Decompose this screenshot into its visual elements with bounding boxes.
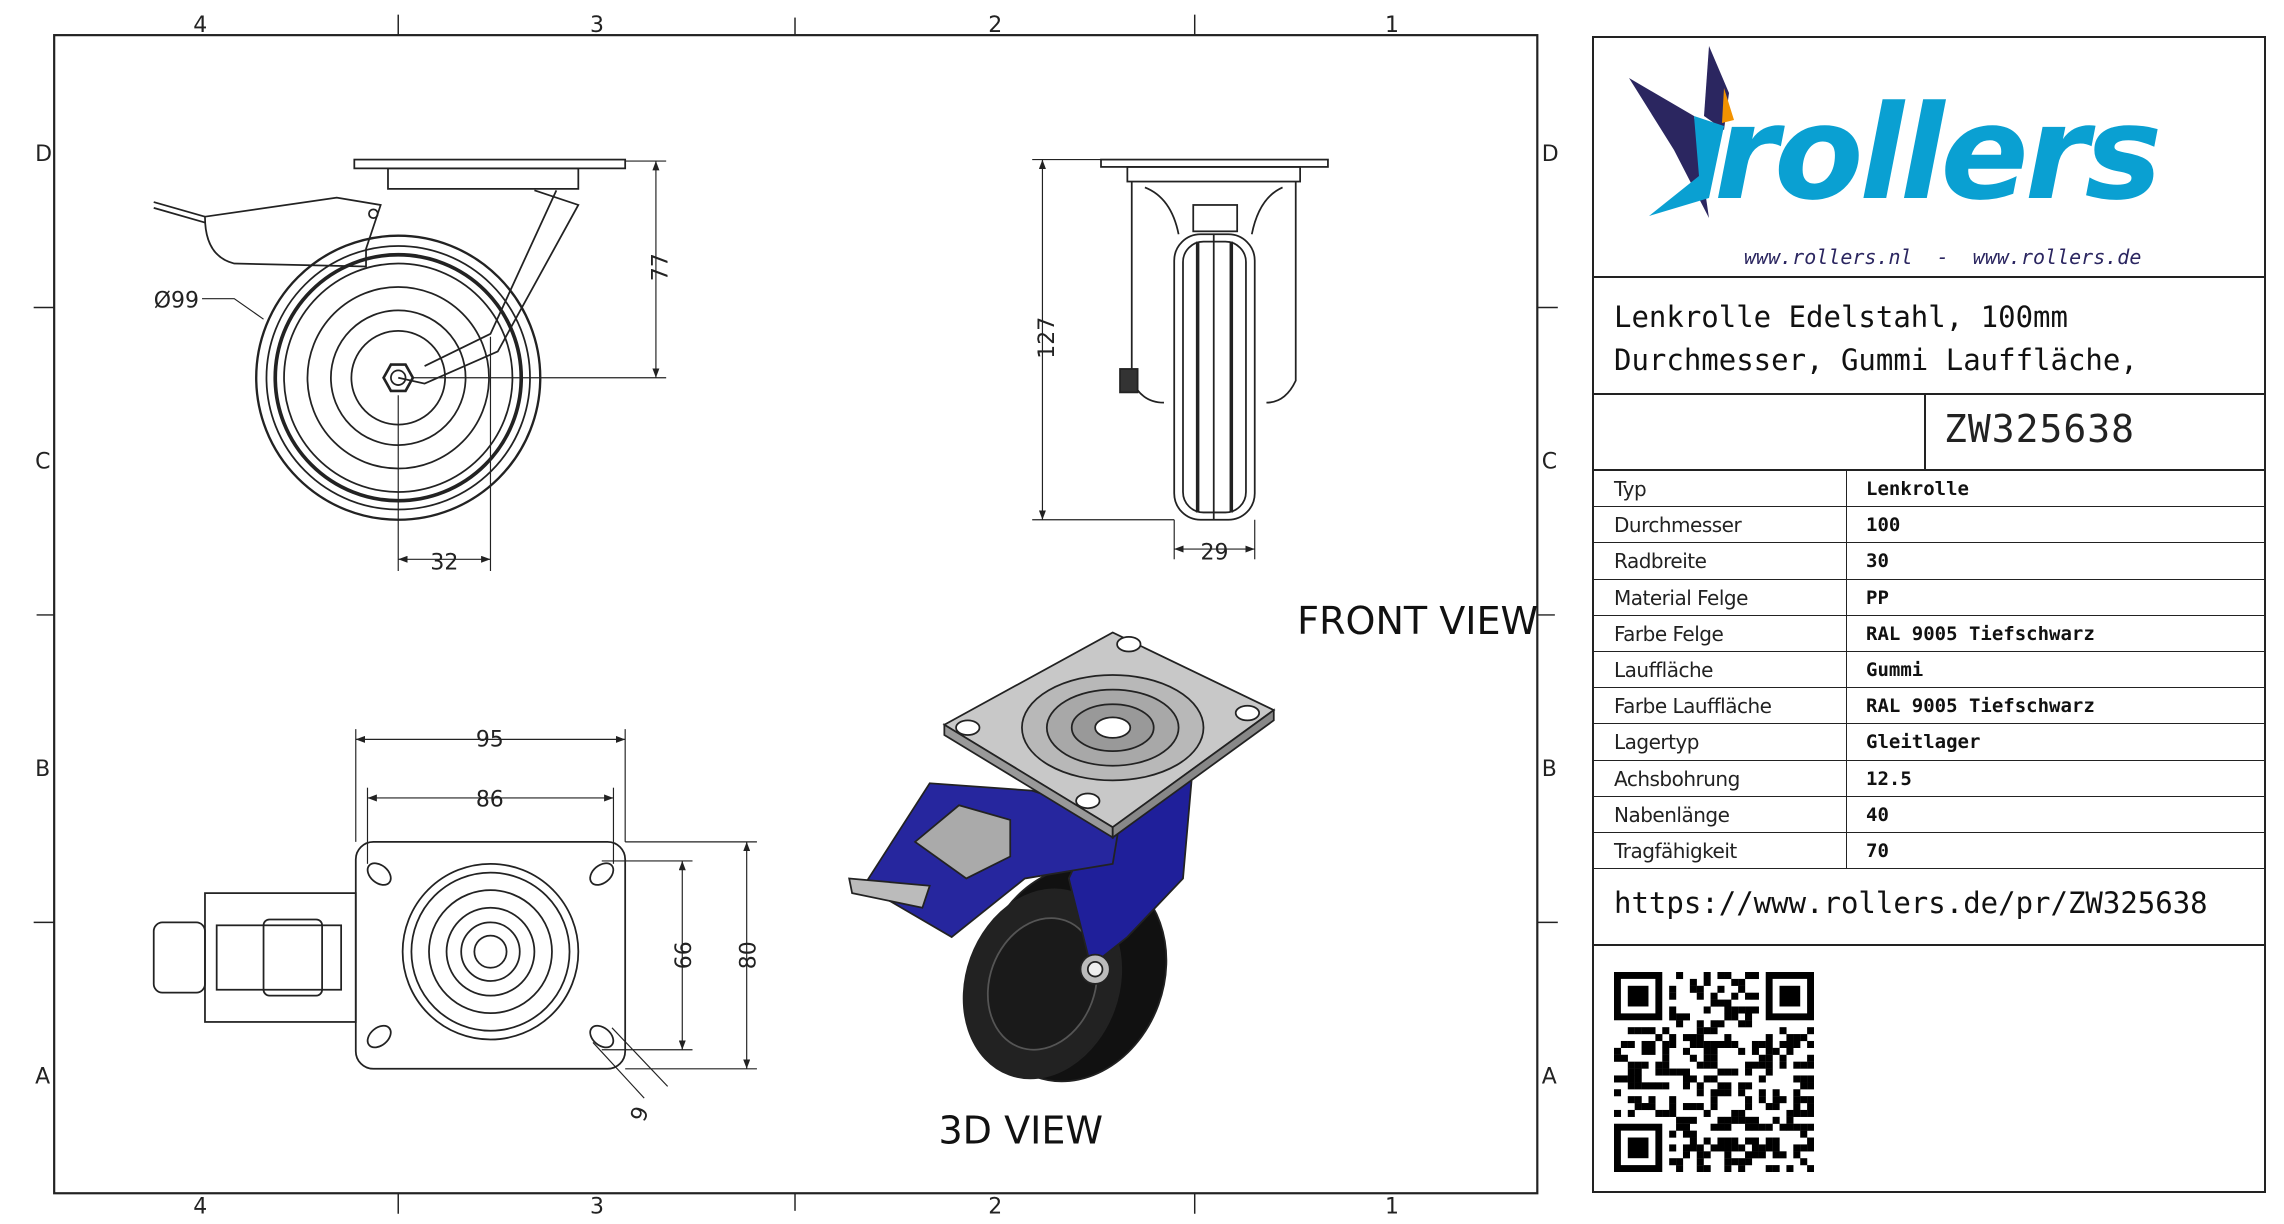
zone-label: B bbox=[1542, 757, 1557, 782]
spec-value: PP bbox=[1866, 586, 1889, 609]
spec-value: Gummi bbox=[1866, 659, 1924, 681]
front-view bbox=[1032, 158, 1329, 560]
zone-label: 2 bbox=[988, 13, 1002, 38]
top-view bbox=[152, 729, 757, 1099]
side-view bbox=[153, 158, 667, 572]
zone-label: B bbox=[35, 757, 50, 782]
logo-brand: rollers bbox=[1714, 77, 2158, 229]
zone-label: D bbox=[35, 142, 52, 167]
dim-plate-width: 95 bbox=[476, 728, 504, 753]
spec-label: Lagertyp bbox=[1614, 730, 1700, 755]
zone-ticks bbox=[33, 14, 1558, 1214]
spec-label: Material Felge bbox=[1614, 585, 1748, 610]
title-line-2: Durchmesser, Gummi Lauffläche, bbox=[1614, 343, 2138, 377]
spec-row: Farbe Felge RAL 9005 Tiefschwarz bbox=[1594, 615, 2264, 652]
spec-label: Lauffläche bbox=[1614, 658, 1713, 682]
product-title: Lenkrolle Edelstahl, 100mm Durchmesser, … bbox=[1594, 278, 2264, 395]
view-3d bbox=[848, 631, 1276, 1083]
spec-label: Tragfähigkeit bbox=[1614, 839, 1737, 863]
spec-row: Radbreite 30 bbox=[1594, 543, 2264, 580]
spec-row: Nabenlänge 40 bbox=[1594, 796, 2264, 833]
spec-row: Achsbohrung 12.5 bbox=[1594, 760, 2264, 797]
part-number: ZW325638 bbox=[1944, 407, 2136, 451]
spec-label: Radbreite bbox=[1614, 549, 1707, 574]
zone-label: A bbox=[1542, 1064, 1557, 1089]
spec-value: 40 bbox=[1866, 803, 1889, 826]
spec-value: 100 bbox=[1866, 514, 1901, 537]
spec-value: Gleitlager bbox=[1866, 731, 1981, 754]
zone-label: 1 bbox=[1385, 1195, 1399, 1220]
logo-urls: www.rollers.nl - www.rollers.de bbox=[1744, 245, 2141, 269]
spec-row: Farbe Lauffläche RAL 9005 Tiefschwarz bbox=[1594, 688, 2264, 725]
logo-area: rollers www.rollers.nl - www.rollers.de bbox=[1594, 38, 2264, 278]
zone-label: 3 bbox=[590, 13, 604, 38]
spec-value: RAL 9005 Tiefschwarz bbox=[1866, 622, 2095, 645]
dim-wheel-width: 29 bbox=[1201, 540, 1229, 565]
zone-label: 3 bbox=[590, 1195, 604, 1220]
spec-value: 12.5 bbox=[1866, 767, 1912, 790]
zone-label: C bbox=[35, 450, 50, 475]
view-3d-label: 3D VIEW bbox=[938, 1108, 1103, 1152]
zone-label: 4 bbox=[193, 1195, 207, 1220]
dim-diameter: Ø99 bbox=[154, 288, 199, 313]
spec-label: Achsbohrung bbox=[1614, 766, 1740, 791]
spec-label: Typ bbox=[1614, 477, 1647, 501]
title-line-1: Lenkrolle Edelstahl, 100mm bbox=[1614, 300, 2068, 334]
front-view-label: FRONT VIEW bbox=[1297, 599, 1538, 643]
spec-row: Tragfähigkeit 70 bbox=[1594, 833, 2264, 870]
spec-label: Farbe Lauffläche bbox=[1614, 694, 1772, 719]
title-block: rollers www.rollers.nl - www.rollers.de … bbox=[1592, 36, 2266, 1193]
dim-plate-length: 80 bbox=[736, 941, 761, 969]
spec-label: Durchmesser bbox=[1614, 513, 1742, 538]
spec-value: 70 bbox=[1866, 840, 1889, 862]
dim-hole-spacing-y: 66 bbox=[672, 941, 697, 969]
dim-total-height: 127 bbox=[1035, 317, 1060, 359]
qr-code bbox=[1614, 972, 1814, 1172]
part-number-row: ZW325638 bbox=[1594, 395, 2264, 471]
zone-label: 2 bbox=[988, 1195, 1002, 1220]
dim-hole-spacing-x: 86 bbox=[476, 788, 504, 813]
zone-label: 1 bbox=[1385, 13, 1399, 38]
zone-label: A bbox=[35, 1064, 50, 1089]
zone-label: C bbox=[1542, 450, 1557, 475]
dim-hole-diameter: 9 bbox=[626, 1103, 654, 1125]
spec-row: Typ Lenkrolle bbox=[1594, 471, 2264, 508]
spec-row: Lauffläche Gummi bbox=[1594, 652, 2264, 689]
spec-label: Farbe Felge bbox=[1614, 621, 1724, 646]
dim-height-swivel: 77 bbox=[649, 253, 674, 281]
spec-value: 30 bbox=[1866, 550, 1889, 573]
spec-label: Nabenlänge bbox=[1614, 802, 1730, 827]
spec-row: Lagertyp Gleitlager bbox=[1594, 724, 2264, 761]
spec-row: Durchmesser 100 bbox=[1594, 507, 2264, 544]
dim-offset: 32 bbox=[430, 551, 458, 576]
zone-label: D bbox=[1542, 142, 1559, 167]
spec-value: Lenkrolle bbox=[1866, 478, 1969, 500]
zone-label: 4 bbox=[193, 13, 207, 38]
product-url[interactable]: https://www.rollers.de/pr/ZW325638 bbox=[1594, 870, 2264, 946]
rollers-logo: rollers www.rollers.nl - www.rollers.de bbox=[1629, 46, 2162, 269]
spec-value: RAL 9005 Tiefschwarz bbox=[1866, 695, 2095, 718]
spec-row: Material Felge PP bbox=[1594, 579, 2264, 616]
